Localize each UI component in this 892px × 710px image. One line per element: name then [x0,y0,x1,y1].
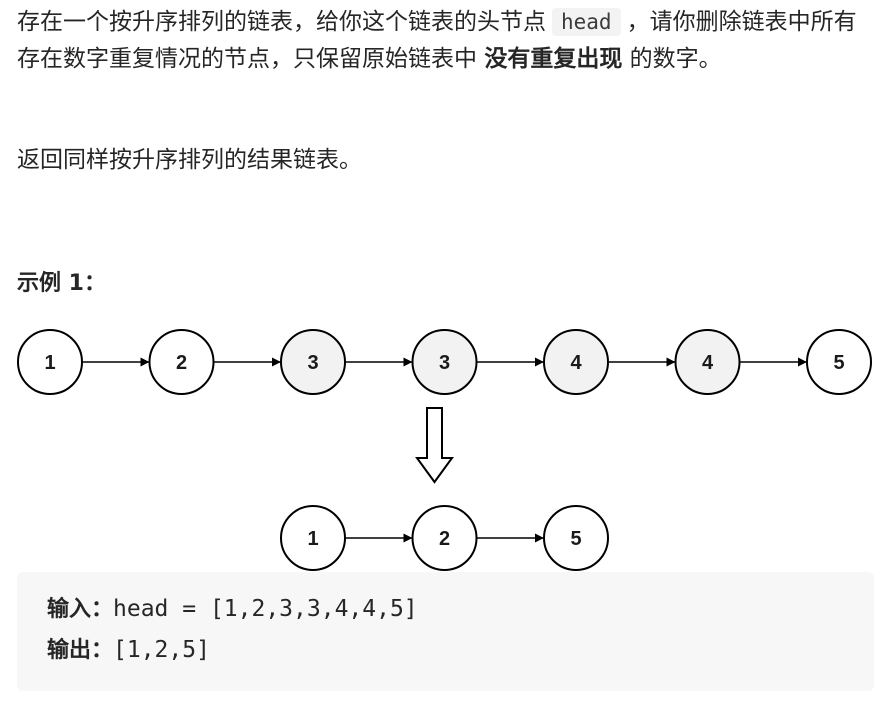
output-list-node [280,505,346,571]
return-description: 返回同样按升序排列的结果链表。 [17,147,362,173]
input-list-node [148,329,215,395]
desc-text-3: 的数字。 [629,46,722,72]
example-input-line: 输入：head = [1,2,3,3,4,4,5] [47,592,418,627]
input-list-node [280,329,346,395]
input-list-node [17,329,83,395]
desc-text-1: 存在一个按升序排列的链表，给你这个链表的头节点 [17,9,546,35]
output-list-node [411,505,478,571]
desc-bold-text: 没有重复出现 [484,46,623,72]
input-list-node-label: 4 [702,352,714,374]
output-value: [1,2,5] [113,637,210,663]
output-list-node-label: 2 [439,528,450,550]
output-linked-list: 1 2 5 [280,505,609,571]
output-list-node [543,505,609,571]
inline-code-head: head [552,8,621,36]
input-list-node-label: 3 [439,352,450,374]
input-list-node-label: 2 [176,352,187,374]
example-title: 示例 1： [17,271,106,296]
linked-list-diagram: 1 2 3 3 4 4 5 1 2 5 [17,329,872,571]
desc-text-2: ，请你删除链表中所有存在数字重复情况的节点，只保留原始链表中 [17,9,857,72]
output-list-node-label: 1 [307,528,318,550]
input-label: 输入： [47,597,114,622]
input-list-node-label: 5 [833,352,844,374]
example-output-line: 输出：[1,2,5] [47,633,210,668]
input-value: head = [1,2,3,3,4,4,5] [113,596,418,622]
input-list-node-label: 4 [570,352,582,374]
input-list-node [674,329,741,395]
transform-down-arrow [415,407,454,484]
input-linked-list: 1 2 3 3 4 4 5 [17,329,872,395]
output-list-node-label: 5 [570,528,581,550]
input-list-node [806,329,872,395]
input-list-node-label: 3 [307,352,318,374]
input-list-node [411,329,478,395]
example-io-block: 输入：head = [1,2,3,3,4,4,5] 输出：[1,2,5] [17,572,874,691]
input-list-node-label: 1 [44,352,55,374]
input-list-node [543,329,609,395]
output-label: 输出： [47,638,114,663]
